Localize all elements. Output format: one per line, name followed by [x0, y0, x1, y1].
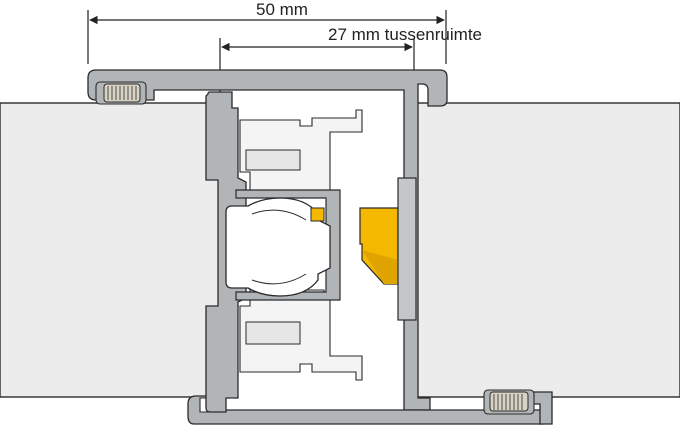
lock-pin: [310, 207, 325, 222]
lower-insert-rib: [245, 321, 301, 345]
upper-insert-rib: [245, 149, 301, 171]
top-aluminium-profile: [87, 69, 448, 411]
top-brush-seal: [95, 81, 147, 105]
bottom-brush-seal: [483, 389, 535, 415]
left-door-panel: [0, 102, 221, 398]
lock-bolt-shade: [362, 250, 398, 284]
upper-plastic-insert: [239, 109, 363, 199]
strike-plate: [397, 177, 417, 321]
right-door-panel: [415, 102, 680, 398]
lock-cylinder: [225, 197, 331, 297]
cylinder-inner-arc: [251, 209, 307, 285]
dimension-total-label: 50 mm: [256, 0, 308, 19]
dimension-gap-label: 27 mm tussenruimte: [328, 25, 482, 44]
cylinder-housing: [235, 189, 341, 301]
dimension-total-width: 50 mm: [87, 0, 447, 64]
